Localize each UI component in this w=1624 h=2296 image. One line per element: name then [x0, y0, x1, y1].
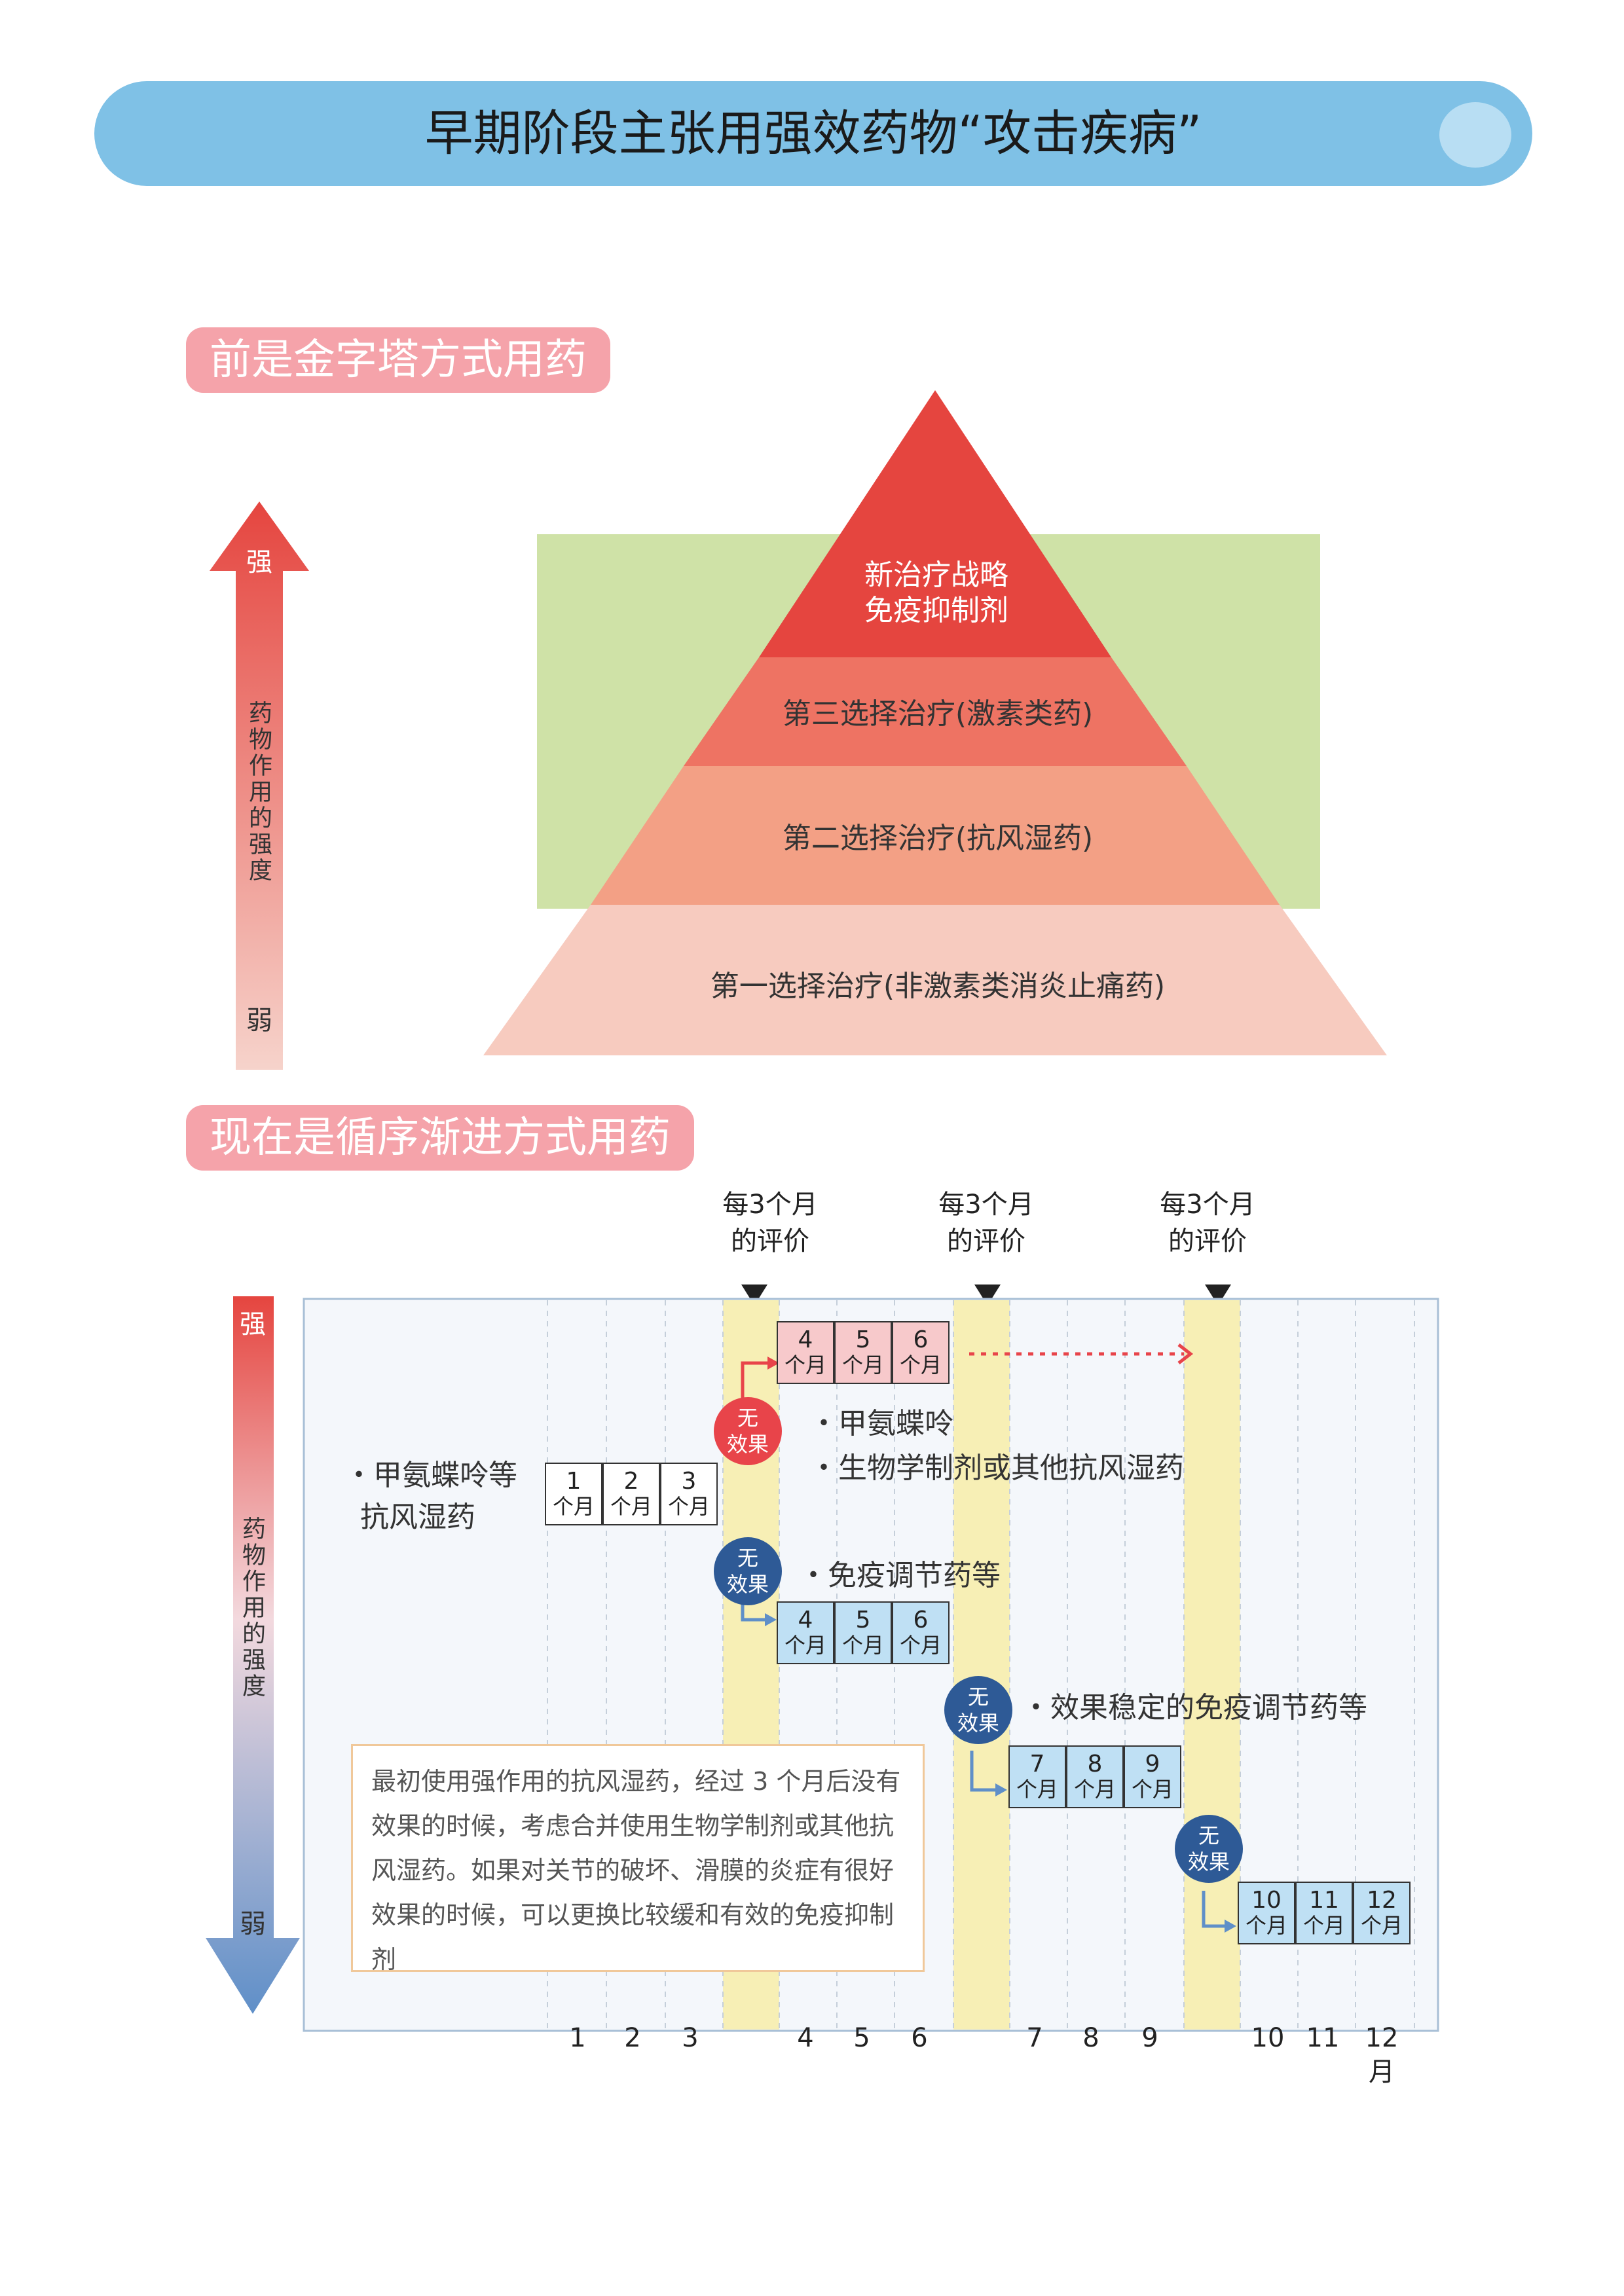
x-tick-label: 2 — [624, 2023, 641, 2053]
pyramid-level3-label: 第三选择治疗(激素类药) — [782, 697, 1094, 731]
x-tick-label: 1 — [569, 2023, 586, 2053]
eval-band-2 — [953, 1300, 1010, 2030]
note-immunomodulator: ・免疫调节药等 — [799, 1559, 1001, 1592]
page-title: 早期阶段主张用强效药物“攻击疾病” — [424, 105, 1202, 162]
axis2-strength-label: 药物作用的强度 — [238, 1516, 265, 1700]
pyramid-top-line1: 新治疗战略 — [864, 558, 1008, 592]
explanation-box: 最初使用强作用的抗风湿药，经过 3 个月后没有效果的时候，考虑合并使用生物学制剂… — [351, 1744, 925, 1974]
pyramid-level3 — [684, 657, 1187, 766]
pyramid-level2 — [591, 766, 1280, 905]
pyramid-level2-label: 第二选择治疗(抗风湿药) — [782, 822, 1094, 855]
no-effect-badge: 无效果 — [944, 1676, 1012, 1744]
evaluation-label-3: 每3个月的评价 — [1160, 1190, 1255, 1256]
strength-up-arrow — [210, 501, 309, 1070]
axis2-weak-label: 弱 — [240, 1909, 266, 1939]
x-tick-label: 5 — [853, 2023, 870, 2053]
evaluation-label-1: 每3个月的评价 — [722, 1190, 818, 1256]
pyramid-level1-label: 第一选择治疗(非激素类消炎止痛药) — [710, 970, 1166, 1003]
x-tick-label: 11 — [1306, 2023, 1340, 2053]
initial-drug-label: ・甲氨蝶呤等 抗风湿药 — [344, 1459, 517, 1534]
eval-band-3 — [1184, 1300, 1240, 2030]
x-tick-label: 7 — [1026, 2023, 1043, 2053]
x-tick-label: 9 — [1141, 2023, 1158, 2053]
treatment-pyramid — [483, 390, 1387, 1055]
title-banner — [94, 81, 1532, 186]
axis-strong-label: 强 — [246, 547, 272, 577]
x-tick-label: 8 — [1082, 2023, 1099, 2053]
x-unit-label: 月 — [1369, 2057, 1395, 2087]
note-stable-immunomodulator: ・效果稳定的免疫调节药等 — [1022, 1691, 1367, 1724]
axis-strength-label: 药物作用的强度 — [245, 701, 272, 884]
evaluation-label-2: 每3个月的评价 — [938, 1190, 1034, 1256]
x-tick-label: 6 — [911, 2023, 928, 2053]
x-tick-label: 10 — [1251, 2023, 1285, 2053]
pyramid-top-line2: 免疫抑制剂 — [864, 594, 1008, 627]
x-tick-label: 3 — [682, 2023, 699, 2053]
note-biologics: ・生物学制剂或其他抗风湿药 — [809, 1451, 1184, 1485]
no-effect-badge: 无效果 — [1175, 1815, 1243, 1883]
no-effect-badge: 无效果 — [714, 1397, 782, 1465]
axis-weak-label: 弱 — [246, 1006, 272, 1036]
decorative-circle — [1439, 102, 1511, 168]
pyramid-top — [759, 390, 1111, 657]
note-methotrexate: ・甲氨蝶呤 — [809, 1407, 953, 1440]
x-tick-label: 12 — [1365, 2023, 1399, 2053]
no-effect-badge: 无效果 — [714, 1537, 782, 1605]
pyramid-level1 — [483, 905, 1387, 1055]
strength-down-arrow — [206, 1296, 300, 2014]
section1-heading: 前是金字塔方式用药 — [186, 327, 610, 393]
x-tick-label: 4 — [797, 2023, 814, 2053]
section2-heading: 现在是循序渐进方式用药 — [186, 1105, 694, 1171]
axis2-strong-label: 强 — [240, 1309, 266, 1339]
